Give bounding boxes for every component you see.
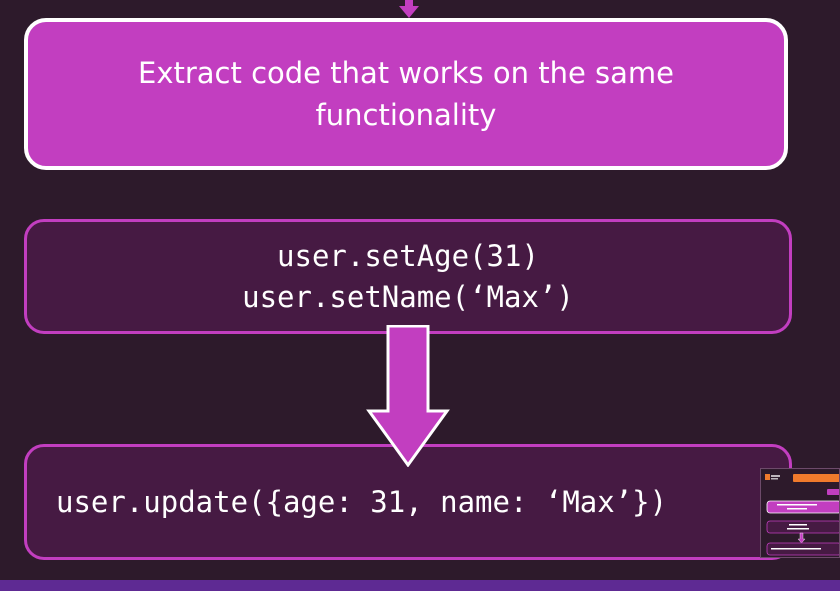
down-arrow-icon	[366, 325, 450, 467]
before-code-line-1: user.setAge(31)	[277, 238, 539, 273]
before-code-line-2: user.setName(‘Max’)	[242, 279, 574, 314]
after-code-box: user.update({age: 31, name: ‘Max’})	[24, 444, 792, 560]
after-code-line-1: user.update({age: 31, name: ‘Max’})	[56, 485, 668, 519]
before-code-box: user.setAge(31) user.setName(‘Max’)	[24, 219, 792, 334]
extract-code-step-box: Extract code that works on the same func…	[24, 18, 788, 170]
bottom-progress-bar	[0, 580, 840, 591]
slide-thumbnail-icon	[761, 469, 839, 557]
step-text-line-2: functionality	[315, 98, 497, 132]
top-arrow-stem	[405, 0, 413, 8]
top-arrow-icon	[399, 6, 419, 18]
slide-thumbnail[interactable]	[760, 468, 840, 558]
step-text-line-1: Extract code that works on the same	[138, 56, 674, 90]
